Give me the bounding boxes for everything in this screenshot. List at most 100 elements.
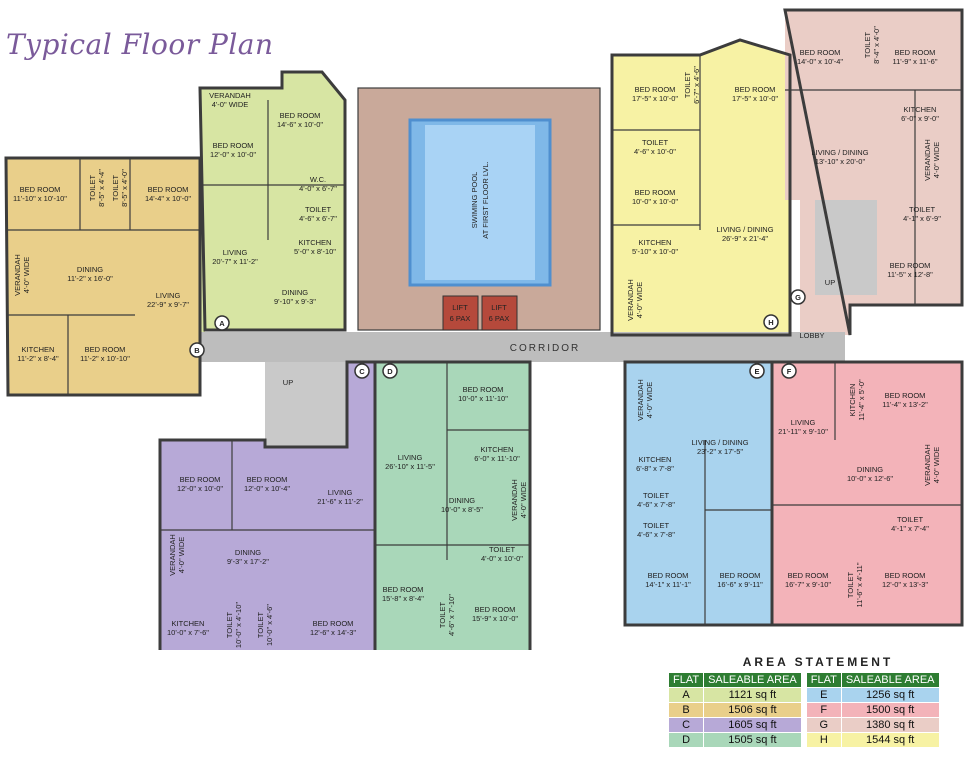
room-dimensions: 4'-0" WIDE [519,482,528,519]
room-dimensions: 4'-6" x 6'-7" [299,214,337,223]
room-dimensions: 4'-0" WIDE [932,447,941,484]
room-name: BED ROOM [180,475,221,484]
room-dimensions: 10'-0" x 12'-6" [847,474,893,483]
room-name: DINING [282,288,308,297]
room-name: LIVING [156,291,181,300]
flat-marker-b [189,342,205,358]
room-name: KITCHEN [639,238,672,247]
room-name: BED ROOM [890,261,931,270]
room-dimensions: 5'-0" x 8'-10" [294,247,336,256]
room-dimensions: 12'-0" x 13'-3" [882,580,928,589]
room-dimensions: 4'-0" x 10'-0" [481,554,523,563]
room-name: DINING [77,265,103,274]
room-name: BED ROOM [788,571,829,580]
flat-c-area [160,362,375,650]
area-statement-heading: AREA STATEMENT [742,655,894,669]
room-dimensions: 16'-6" x 9'-11" [717,580,763,589]
room-dimensions: 10'-0" x 4'-6" [265,604,274,646]
room-name: W.C. [310,175,326,184]
room-name: BED ROOM [885,571,926,580]
room-name: VERANDAH [510,479,519,521]
room-dimensions: 14'-4" x 10'-0" [145,194,191,203]
room-dimensions: 4'-1" x 6'-9" [903,214,941,223]
room-dimensions: 16'-7" x 9'-10" [785,580,831,589]
flat-marker-label: A [219,319,225,328]
room-name: BED ROOM [148,185,189,194]
room-name: TOILET [643,491,670,500]
col-flat-header: FLAT [667,672,705,688]
room-dimensions: 4'-6" x 7'-8" [637,530,675,539]
room-dimensions: 6'-0" x 11'-10" [474,454,520,463]
area-value-cell: 1380 sq ft [840,717,940,733]
room-name: LIVING [398,453,423,462]
room-name: VERANDAH [168,534,177,576]
room-name: VERANDAH [923,139,932,181]
room-dimensions: 8'-5" x 4'-0" [120,169,129,207]
stair-left [265,362,347,447]
room-name: LIVING / DINING [716,225,773,234]
lift-2-label: LIFT [491,303,507,312]
room-name: VERANDAH [923,444,932,486]
page-title: Typical Floor Plan [6,28,274,61]
stair-up-left: UP [283,378,293,387]
area-flat-cell: D [667,732,705,748]
room-dimensions: 5'-10" x 10'-0" [632,247,678,256]
area-value-cell: 1256 sq ft [840,687,940,703]
room-dimensions: 4'-6" x 7'-10" [447,594,456,636]
room-dimensions: 10'-0" x 7'-6" [167,628,209,637]
room-dimensions: 12'-0" x 10'-0" [210,150,256,159]
room-name: LIVING [791,418,816,427]
room-dimensions: 6'-8" x 7'-8" [636,464,674,473]
room-dimensions: 8'-5" x 4'-4" [97,169,106,207]
room-name: KITCHEN [639,455,672,464]
area-value-cell: 1500 sq ft [840,702,940,718]
room-dimensions: 4'-0" WIDE [177,537,186,574]
room-dimensions: 8'-4" x 4'-0" [872,26,881,64]
flat-marker-label: D [387,367,393,376]
room-name: TOILET [863,32,872,59]
room-dimensions: 26'-10" x 11'-5" [385,462,435,471]
room-dimensions: 11'-2" x 16'-0" [67,274,113,283]
room-dimensions: 4'-0" x 6'-7" [299,184,337,193]
pool-label: SWIMING POOL AT FIRST FLOOR LVL. [470,161,490,238]
area-flat-cell: H [805,732,842,748]
room-dimensions: 4'-0" WIDE [645,382,654,419]
walls [4,8,964,650]
room-dimensions: 14'-1" x 11'-1" [645,580,691,589]
flat-marker-a [214,315,230,331]
room-dimensions: 15'-9" x 10'-0" [472,614,518,623]
room-dimensions: 12'-0" x 10'-0" [177,484,223,493]
room-dimensions: 6'-0" x 9'-0" [901,114,939,123]
room-name: TOILET [225,612,234,639]
room-name: KITCHEN [299,238,332,247]
svg-text:SWIMING POOL: SWIMING POOL [470,172,479,229]
room-name: TOILET [111,175,120,202]
col-flat-header: FLAT [805,672,842,688]
room-name: LIVING [223,248,248,257]
room-name: DINING [235,548,261,557]
